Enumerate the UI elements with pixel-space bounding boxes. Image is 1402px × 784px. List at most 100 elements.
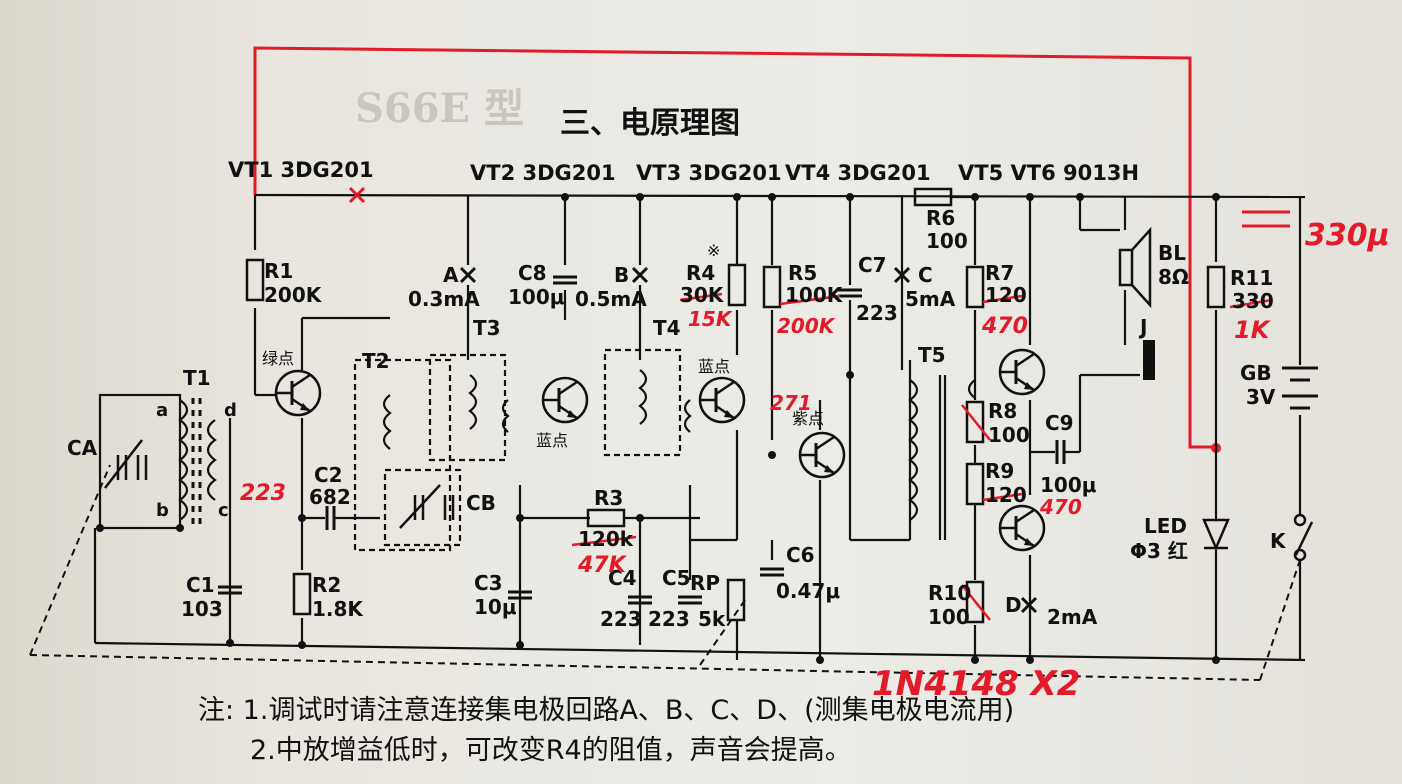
point-c-current: 5mA [905, 287, 956, 311]
t4-label: T4 [653, 316, 681, 340]
speaker-icon [1118, 226, 1152, 309]
coil-b-label: b [156, 500, 169, 521]
point-b-label: B [614, 263, 629, 287]
hw-r5: 200K [777, 314, 836, 338]
vt1-label: VT1 3DG201 [228, 158, 374, 182]
jack-icon [1143, 340, 1155, 380]
c8-ref: C8 [518, 261, 547, 285]
r8-value: 100 [988, 423, 1030, 447]
c7-value: 223 [856, 301, 898, 325]
blue-dot-label-1: 蓝点 [536, 431, 568, 450]
bl-value: 8Ω [1158, 265, 1189, 289]
hw-r3: 47K [577, 553, 628, 578]
r9-ref: R9 [985, 459, 1014, 483]
vt3-label: VT3 3DG201 [636, 161, 782, 185]
gb-ref: GB [1240, 361, 1272, 385]
note-line-2: 2.中放增益低时，可改变R4的阻值，声音会提高。 [250, 735, 852, 766]
hw-r4: 15K [688, 307, 733, 331]
red-added-wire [253, 46, 1218, 449]
hw-bulk: 330μ [1305, 218, 1390, 253]
r5-ref: R5 [788, 261, 817, 285]
point-c-label: C [918, 263, 933, 287]
c6-value: 0.47μ [776, 579, 840, 603]
bl-ref: BL [1158, 241, 1186, 265]
r1-ref: R1 [264, 259, 293, 283]
c1-ref: C1 [186, 573, 215, 597]
r3-value: 120k [578, 527, 634, 551]
note-line-1: 注: 1.调试时请注意连接集电极回路A、B、C、D、(测集电极电流用) [198, 695, 1015, 726]
point-d-label: D [1005, 593, 1022, 617]
r4-mark: ※ [707, 241, 720, 260]
blue-dot-label-2: 蓝点 [698, 357, 730, 376]
coils [178, 369, 976, 521]
switch-label: K [1270, 529, 1287, 553]
page-title: 三、电原理图 [560, 106, 740, 141]
t3-label: T3 [473, 316, 501, 340]
c7-ref: C7 [858, 253, 887, 277]
gb-value: 3V [1246, 385, 1276, 409]
c8-value: 100μ [508, 285, 565, 309]
ca-label: CA [67, 436, 98, 460]
junctions [96, 193, 1220, 664]
coil-a-label: a [156, 400, 168, 421]
jack-label: J [1138, 315, 1147, 339]
c6-ref: C6 [786, 543, 815, 567]
point-b-current: 0.5mA [575, 287, 647, 311]
vt2-label: VT2 3DG201 [470, 161, 616, 185]
t2-label: T2 [362, 349, 390, 373]
r5-value: 100K [785, 283, 844, 307]
r2-value: 1.8K [312, 597, 364, 621]
point-a-label: A [443, 263, 459, 287]
r10-value: 100 [928, 605, 970, 629]
cb-label: CB [466, 491, 496, 515]
core-dashes [191, 398, 202, 530]
hw-c2: 223 [240, 481, 286, 506]
c2-ref: C2 [314, 463, 343, 487]
r7-ref: R7 [985, 261, 1014, 285]
point-d-current: 2mA [1047, 605, 1098, 629]
hw-r11: 1K [1234, 316, 1272, 344]
battery-icon [1282, 366, 1318, 410]
r3-ref: R3 [594, 486, 623, 510]
c5-ref: C5 [662, 566, 691, 590]
c4-value: 223 [600, 607, 642, 631]
red-strikes [571, 292, 1273, 621]
purple-dot-label: 紫点 [792, 409, 824, 428]
rp-value: 5k [698, 607, 726, 631]
green-dot-label: 绿点 [262, 349, 294, 368]
c1-value: 103 [181, 597, 223, 621]
r4-ref: R4 [686, 261, 715, 285]
c9-ref: C9 [1045, 411, 1074, 435]
vt56-label: VT5 VT6 9013H [958, 161, 1139, 185]
rp-ref: RP [690, 571, 720, 595]
c3-value: 10μ [474, 595, 517, 619]
hw-cap: 271 [770, 391, 812, 415]
c5-value: 223 [648, 607, 690, 631]
r1-value: 200K [264, 283, 323, 307]
r7-value: 120 [985, 283, 1027, 307]
switch-icon [1293, 513, 1314, 562]
test-point-marks [459, 266, 1038, 614]
wiring [93, 193, 1306, 662]
r10-ref: R10 [928, 581, 971, 605]
hw-r7: 470 [981, 314, 1028, 339]
r2-ref: R2 [312, 573, 341, 597]
r11-value: 330 [1232, 289, 1274, 313]
t5-label: T5 [918, 343, 946, 367]
led-ref: LED [1144, 514, 1187, 538]
r6-ref: R6 [926, 206, 955, 230]
r4-value: 30K [680, 283, 725, 307]
c4-ref: C4 [608, 566, 637, 590]
c2-value: 682 [309, 485, 351, 509]
t1-label: T1 [183, 366, 211, 390]
r11-ref: R11 [1230, 266, 1273, 290]
red-bulk-cap [1242, 210, 1290, 228]
point-a-current: 0.3mA [408, 287, 480, 311]
vt4-label: VT4 3DG201 [785, 161, 931, 185]
hw-diodes: 1N4148 X2 [872, 664, 1080, 704]
r6-value: 100 [926, 229, 968, 253]
r9-value: 120 [985, 483, 1027, 507]
coil-c-label: c [218, 500, 229, 521]
